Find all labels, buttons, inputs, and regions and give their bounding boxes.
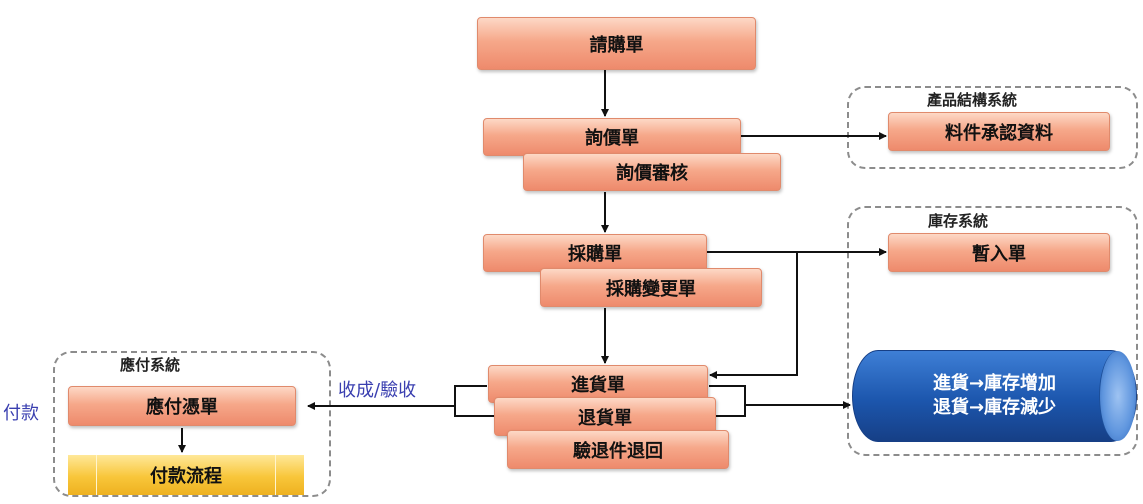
material-approval-node: 料件承認資料: [888, 112, 1110, 151]
payment-label: 付款: [3, 403, 39, 424]
inventory-effect-cylinder: 進貨→庫存增加 退貨→庫存減少: [852, 350, 1137, 442]
bracket-left: [454, 385, 494, 417]
payable-system-group: [53, 351, 331, 497]
payable-system-label: 應付系統: [120, 356, 181, 374]
inventory-system-label: 庫存系統: [928, 212, 989, 230]
payment-process-node: 付款流程: [68, 455, 304, 495]
inquiry-node: 詢價單: [483, 118, 741, 156]
bar-divider-left: [96, 455, 97, 495]
inquiry-review-node: 詢價審核: [523, 153, 781, 191]
bom-system-label: 產品結構系統: [927, 91, 1018, 109]
temp-receipt-node: 暫入單: [888, 233, 1110, 272]
po-change-node: 採購變更單: [540, 268, 762, 307]
payable-voucher-node: 應付憑單: [68, 386, 296, 426]
inspection-return-node: 驗退件退回: [507, 430, 729, 469]
bar-divider-right: [275, 455, 276, 495]
goods-receipt-node: 進貨單: [488, 365, 708, 403]
arrow-po-to-goods-receipt: [709, 252, 798, 379]
bom-system-group: [847, 86, 1138, 169]
requisition-node: 請購單: [477, 17, 756, 70]
purchase-order-node: 採購單: [483, 234, 707, 272]
payment-process-label: 付款流程: [150, 466, 222, 487]
inventory-effect-line2: 退貨→庫存減少: [932, 397, 1057, 418]
goods-return-node: 退貨單: [494, 397, 716, 436]
cylinder-cap: [1099, 351, 1136, 441]
receive-inspect-label: 收成/驗收: [338, 380, 417, 401]
bracket-right: [709, 385, 746, 417]
inventory-system-group: [847, 206, 1138, 456]
inventory-effect-line1: 進貨→庫存增加: [932, 373, 1057, 394]
